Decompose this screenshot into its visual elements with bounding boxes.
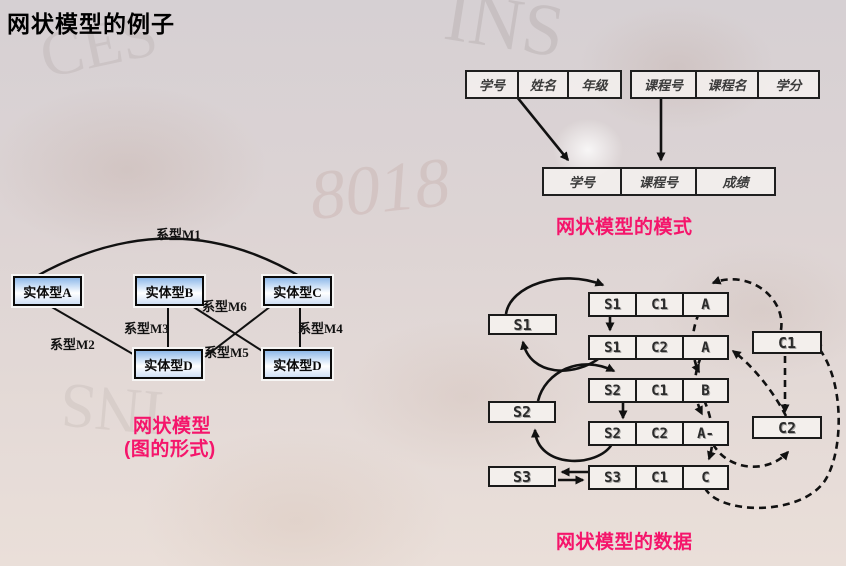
student-schema-table: 学号 姓名 年级 <box>465 70 622 99</box>
edge-label-m6: 系型M6 <box>202 299 247 314</box>
table-cell: 成绩 <box>695 169 774 194</box>
record-cell: C2 <box>635 337 682 358</box>
table-cell: 学分 <box>757 72 818 97</box>
entity-box-d1: 实体型D <box>134 349 203 379</box>
record-cell: C1 <box>635 467 682 488</box>
record-cell: S2 <box>604 425 621 442</box>
student-record-s1: S1 <box>488 314 557 335</box>
record-cell: S1 <box>604 296 621 313</box>
schema-caption: 网状模型的模式 <box>556 217 693 238</box>
record-cell: S2 <box>604 382 621 399</box>
record-cell: C1 <box>635 380 682 401</box>
course-record-c2: C2 <box>752 416 822 439</box>
entity-box-c: 实体型C <box>263 276 332 306</box>
link-record-row: S2 C2 A- <box>588 421 729 446</box>
student-record-s3: S3 <box>488 466 556 487</box>
table-cell: 姓名 <box>517 72 567 97</box>
link-schema-table: 学号 课程号 成绩 <box>542 167 776 196</box>
er-caption-line1: 网状模型 <box>133 416 212 437</box>
link-record-row: S1 C1 A <box>588 292 729 317</box>
edge-label-m2: 系型M2 <box>50 337 95 352</box>
table-cell: 学号 <box>568 175 595 190</box>
data-caption: 网状模型的数据 <box>556 532 693 553</box>
record-cell: S1 <box>604 339 621 356</box>
record-cell: A <box>682 294 727 315</box>
table-cell: 课程号 <box>620 169 695 194</box>
link-record-row: S3 C1 C <box>588 465 729 490</box>
er-caption-line2: (图的形式) <box>124 439 216 460</box>
table-cell: 课程号 <box>643 78 683 93</box>
edge-label-m1: 系型M1 <box>156 227 201 242</box>
link-record-row: S2 C1 B <box>588 378 729 403</box>
record-cell: S3 <box>604 469 621 486</box>
edge-label-m4: 系型M4 <box>298 321 343 336</box>
record-cell: B <box>682 380 727 401</box>
record-cell: C2 <box>635 423 682 444</box>
record-cell: C <box>682 467 727 488</box>
table-cell: 课程名 <box>695 72 757 97</box>
table-cell: 年级 <box>567 72 620 97</box>
record-cell: A- <box>682 423 727 444</box>
slide-title: 网状模型的例子 <box>7 11 175 37</box>
edge-label-m5: 系型M5 <box>204 345 249 360</box>
table-cell: 学号 <box>478 78 505 93</box>
entity-box-a: 实体型A <box>13 276 82 306</box>
link-record-row: S1 C2 A <box>588 335 729 360</box>
record-cell: C1 <box>635 294 682 315</box>
edge-label-m3: 系型M3 <box>124 321 169 336</box>
entity-box-b: 实体型B <box>135 276 204 306</box>
entity-box-d2: 实体型D <box>263 349 332 379</box>
course-record-c1: C1 <box>752 331 822 354</box>
student-record-s2: S2 <box>488 401 556 423</box>
course-schema-table: 课程号 课程名 学分 <box>630 70 820 99</box>
record-cell: A <box>682 337 727 358</box>
